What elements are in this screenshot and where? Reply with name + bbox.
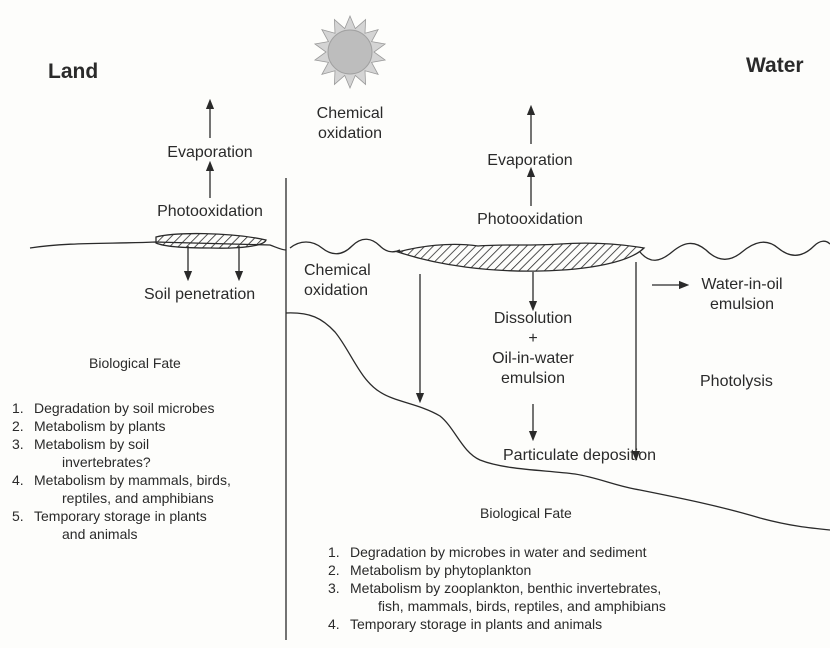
water-bio-item-number: 1.: [328, 543, 340, 561]
land-bio-item-number: 3.: [12, 435, 24, 453]
land-bio-item: 2. Metabolism by plants: [12, 417, 231, 435]
land-bio-item-text: and animals: [34, 525, 231, 543]
oil-slick-land: [156, 234, 266, 249]
oil-slick-water: [398, 243, 644, 271]
land-bio-item: 1. Degradation by soil microbes: [12, 399, 231, 417]
land-bio-item-text: Temporary storage in plants: [34, 507, 231, 525]
oil-in-water-line1: Oil-in-water: [468, 349, 598, 369]
land-bio-fate-list: 1. Degradation by soil microbes 2. Metaboli…: [12, 399, 231, 543]
water-bio-item-text: Metabolism by phytoplankton: [350, 561, 666, 579]
water-bio-item: 1. Degradation by microbes in water and s…: [328, 543, 666, 561]
water-bio-item-number: 2.: [328, 561, 340, 579]
water-bio-item-text: Metabolism by zooplankton, benthic inver…: [350, 579, 666, 597]
water-chemical-oxidation-label: Chemical oxidation: [304, 261, 371, 301]
water-bio-item-text: fish, mammals, birds, reptiles, and amph…: [350, 597, 666, 615]
water-in-oil-emulsion-label: Water-in-oil emulsion: [686, 275, 798, 315]
water-bio-item: 3. Metabolism by zooplankton, benthic inv…: [328, 579, 666, 615]
land-bio-item-text: Metabolism by mammals, birds,: [34, 471, 231, 489]
sun-label-line1: Chemical: [300, 104, 400, 124]
sun-chemical-oxidation-label: Chemical oxidation: [300, 104, 400, 144]
land-bio-item-number: 2.: [12, 417, 24, 435]
land-bio-fate-title: Biological Fate: [89, 353, 181, 373]
water-bio-item-number: 3.: [328, 579, 340, 597]
water-heading: Water: [746, 56, 804, 76]
dissolution-group: Dissolution + Oil-in-water emulsion: [468, 309, 598, 389]
land-bio-item: 4. Metabolism by mammals, birds,reptiles,…: [12, 471, 231, 507]
sun-label-line2: oxidation: [300, 124, 400, 144]
land-bio-item-text: Metabolism by soil: [34, 435, 231, 453]
photolysis-label: Photolysis: [700, 372, 773, 392]
land-bio-item-text: Metabolism by plants: [34, 417, 231, 435]
land-bio-item-text: invertebrates?: [34, 453, 231, 471]
wio-line1: Water-in-oil: [686, 275, 798, 295]
sun-disk: [328, 30, 372, 74]
land-bio-item-text: Degradation by soil microbes: [34, 399, 231, 417]
land-bio-item-number: 5.: [12, 507, 24, 525]
water-bio-item: 4. Temporary storage in plants and animal…: [328, 615, 666, 633]
land-heading: Land: [48, 62, 98, 82]
land-evaporation-label: Evaporation: [150, 143, 270, 163]
water-photooxidation-label: Photooxidation: [460, 210, 600, 230]
water-bio-fate-list: 1. Degradation by microbes in water and s…: [328, 543, 666, 633]
oil-in-water-line2: emulsion: [468, 369, 598, 389]
water-bio-item-text: Temporary storage in plants and animals: [350, 615, 666, 633]
land-bio-item-number: 4.: [12, 471, 24, 489]
land-photooxidation-label: Photooxidation: [140, 202, 280, 222]
soil-penetration-label: Soil penetration: [144, 285, 255, 305]
water-bio-item-number: 4.: [328, 615, 340, 633]
plus-sign: +: [468, 329, 598, 349]
particulate-deposition-label: Particulate deposition: [503, 446, 656, 466]
land-bio-item-text: reptiles, and amphibians: [34, 489, 231, 507]
water-evaporation-label: Evaporation: [470, 151, 590, 171]
water-bio-fate-title: Biological Fate: [480, 503, 572, 523]
water-bio-item: 2. Metabolism by phytoplankton: [328, 561, 666, 579]
land-bio-item-number: 1.: [12, 399, 24, 417]
water-bio-item-text: Degradation by microbes in water and sed…: [350, 543, 666, 561]
wio-line2: emulsion: [686, 295, 798, 315]
dissolution-label: Dissolution: [468, 309, 598, 329]
sun-icon: [315, 16, 385, 88]
water-chem-ox-line1: Chemical: [304, 261, 371, 281]
water-chem-ox-line2: oxidation: [304, 281, 371, 301]
